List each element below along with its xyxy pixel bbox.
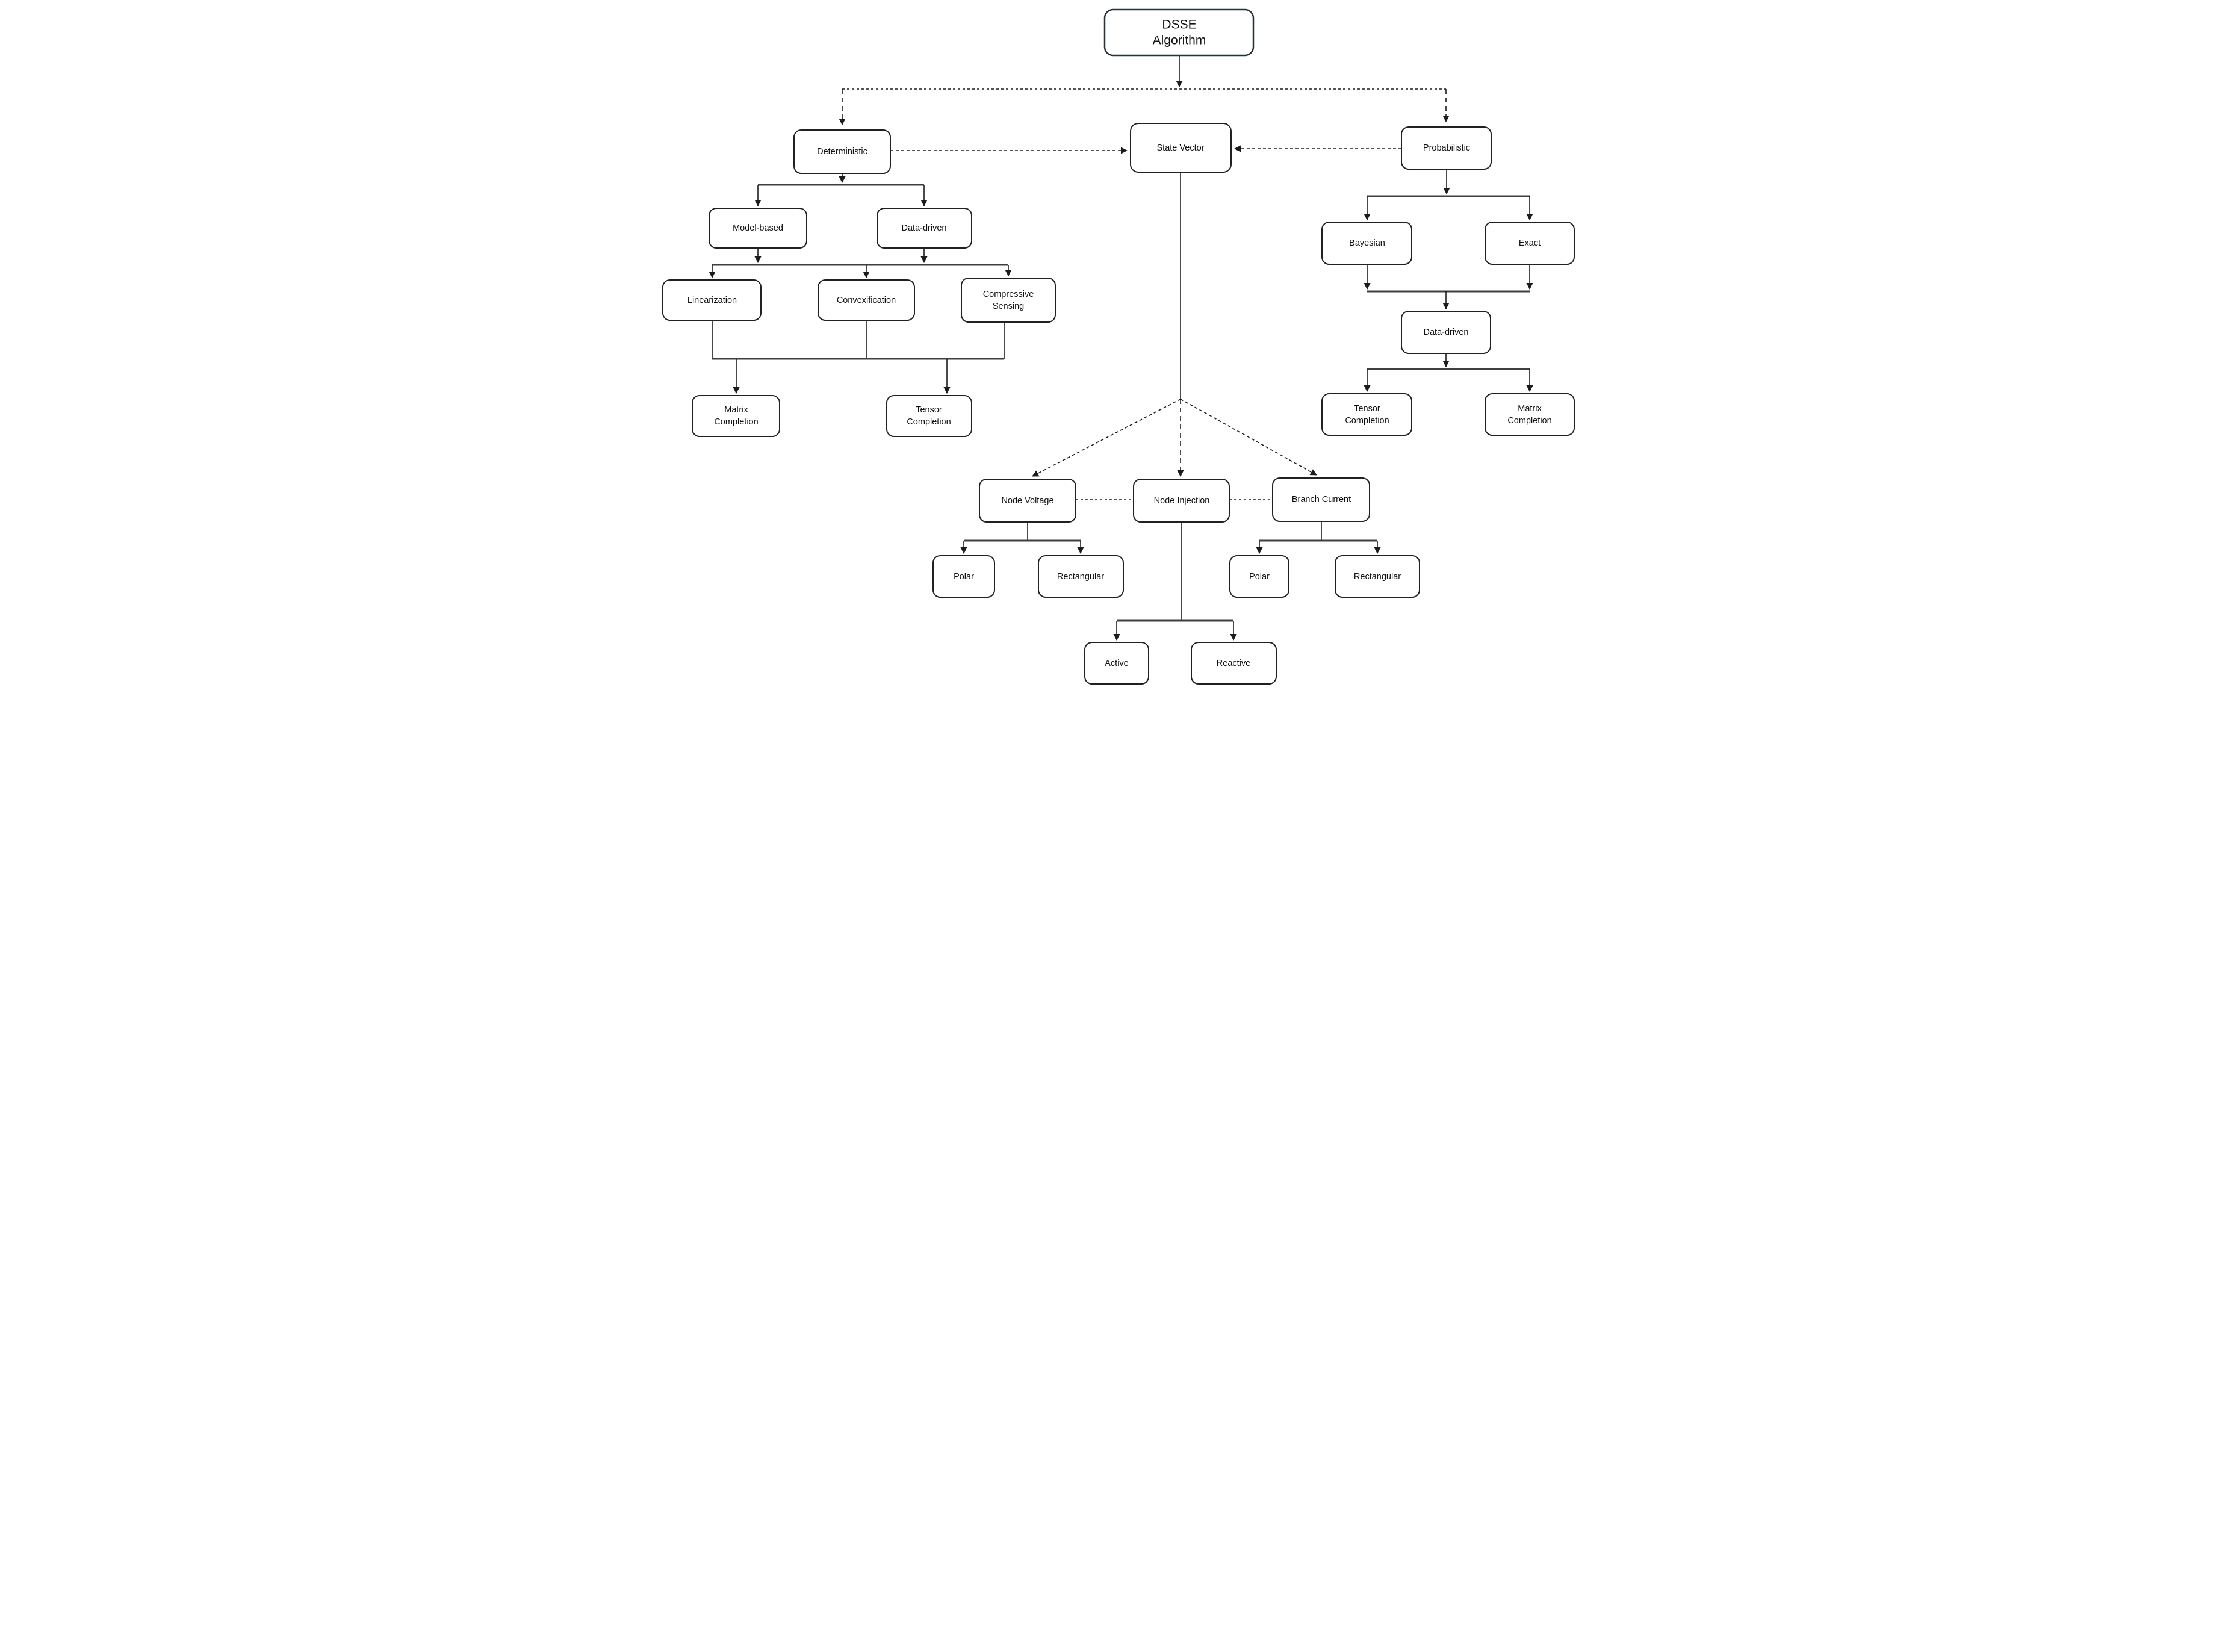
node-exact: Exact — [1484, 222, 1575, 265]
node-tensor-completion-left-box — [886, 395, 972, 437]
node-dsse-algorithm-box — [1103, 8, 1254, 57]
node-model-based-label: Model-based — [733, 223, 783, 233]
node-rectangular-right-box — [1334, 555, 1420, 598]
node-compressive-sensing-box — [960, 278, 1056, 323]
edge-to-branch-current — [1180, 399, 1317, 476]
node-node-injection-label: Node Injection — [1153, 496, 1209, 506]
node-reactive-box — [1190, 642, 1277, 685]
node-polar-left-box — [932, 555, 995, 598]
node-state-vector: State Vector — [1129, 123, 1232, 173]
node-active-label: Active — [1105, 659, 1129, 668]
node-matrix-completion-left-box — [691, 395, 780, 437]
node-reactive: Reactive — [1190, 642, 1277, 685]
node-data-driven-left-box — [876, 208, 972, 249]
node-polar-left-label: Polar — [954, 572, 974, 582]
edges — [708, 55, 1533, 641]
node-probabilistic-box — [1400, 126, 1492, 170]
node-linearization-label: Linearization — [687, 296, 736, 305]
node-linearization-box — [662, 279, 762, 321]
node-bayesian: Bayesian — [1321, 222, 1412, 265]
node-bayesian-label: Bayesian — [1349, 238, 1385, 248]
edge-to-node-voltage — [1031, 399, 1181, 477]
node-exact-box — [1484, 222, 1575, 265]
node-polar-left: Polar — [932, 555, 995, 598]
node-reactive-label: Reactive — [1216, 659, 1250, 668]
node-branch-current-box — [1271, 477, 1370, 522]
node-node-injection-box — [1132, 479, 1230, 523]
node-state-vector-box — [1129, 123, 1232, 173]
node-convexification-box — [817, 279, 915, 321]
node-data-driven-right: Data-driven — [1400, 311, 1491, 354]
node-convexification-label: Convexification — [836, 296, 895, 305]
node-model-based: Model-based — [708, 208, 807, 249]
node-rectangular-right-label: Rectangular — [1353, 572, 1400, 582]
node-rectangular-right: Rectangular — [1334, 555, 1420, 598]
node-rectangular-left-box — [1037, 555, 1124, 598]
node-data-driven-left: Data-driven — [876, 208, 972, 249]
node-data-driven-left-label: Data-driven — [901, 223, 946, 233]
node-rectangular-left: Rectangular — [1037, 555, 1124, 598]
node-node-voltage: Node Voltage — [978, 479, 1076, 523]
node-tensor-completion-right-box — [1321, 393, 1412, 436]
node-deterministic-box — [793, 129, 891, 174]
node-deterministic: Deterministic — [793, 129, 891, 174]
node-bayesian-box — [1321, 222, 1412, 265]
node-polar-right: Polar — [1229, 555, 1289, 598]
node-convexification: Convexification — [817, 279, 915, 321]
node-polar-right-box — [1229, 555, 1289, 598]
node-branch-current: Branch Current — [1271, 477, 1370, 522]
node-rectangular-left-label: Rectangular — [1056, 572, 1103, 582]
node-data-driven-right-box — [1400, 311, 1491, 354]
node-state-vector-label: State Vector — [1156, 143, 1204, 153]
node-branch-current-label: Branch Current — [1291, 495, 1350, 505]
node-probabilistic: Probabilistic — [1400, 126, 1492, 170]
node-active-box — [1084, 642, 1149, 685]
node-matrix-completion-right-box — [1484, 393, 1575, 436]
node-probabilistic-label: Probabilistic — [1423, 143, 1469, 153]
node-exact-label: Exact — [1518, 238, 1540, 248]
node-model-based-box — [708, 208, 807, 249]
node-polar-right-label: Polar — [1249, 572, 1270, 582]
node-linearization: Linearization — [662, 279, 762, 321]
node-data-driven-right-label: Data-driven — [1423, 328, 1468, 337]
node-node-voltage-label: Node Voltage — [1001, 496, 1053, 506]
node-node-voltage-box — [978, 479, 1076, 523]
node-node-injection: Node Injection — [1132, 479, 1230, 523]
node-active: Active — [1084, 642, 1149, 685]
node-deterministic-label: Deterministic — [817, 147, 867, 157]
